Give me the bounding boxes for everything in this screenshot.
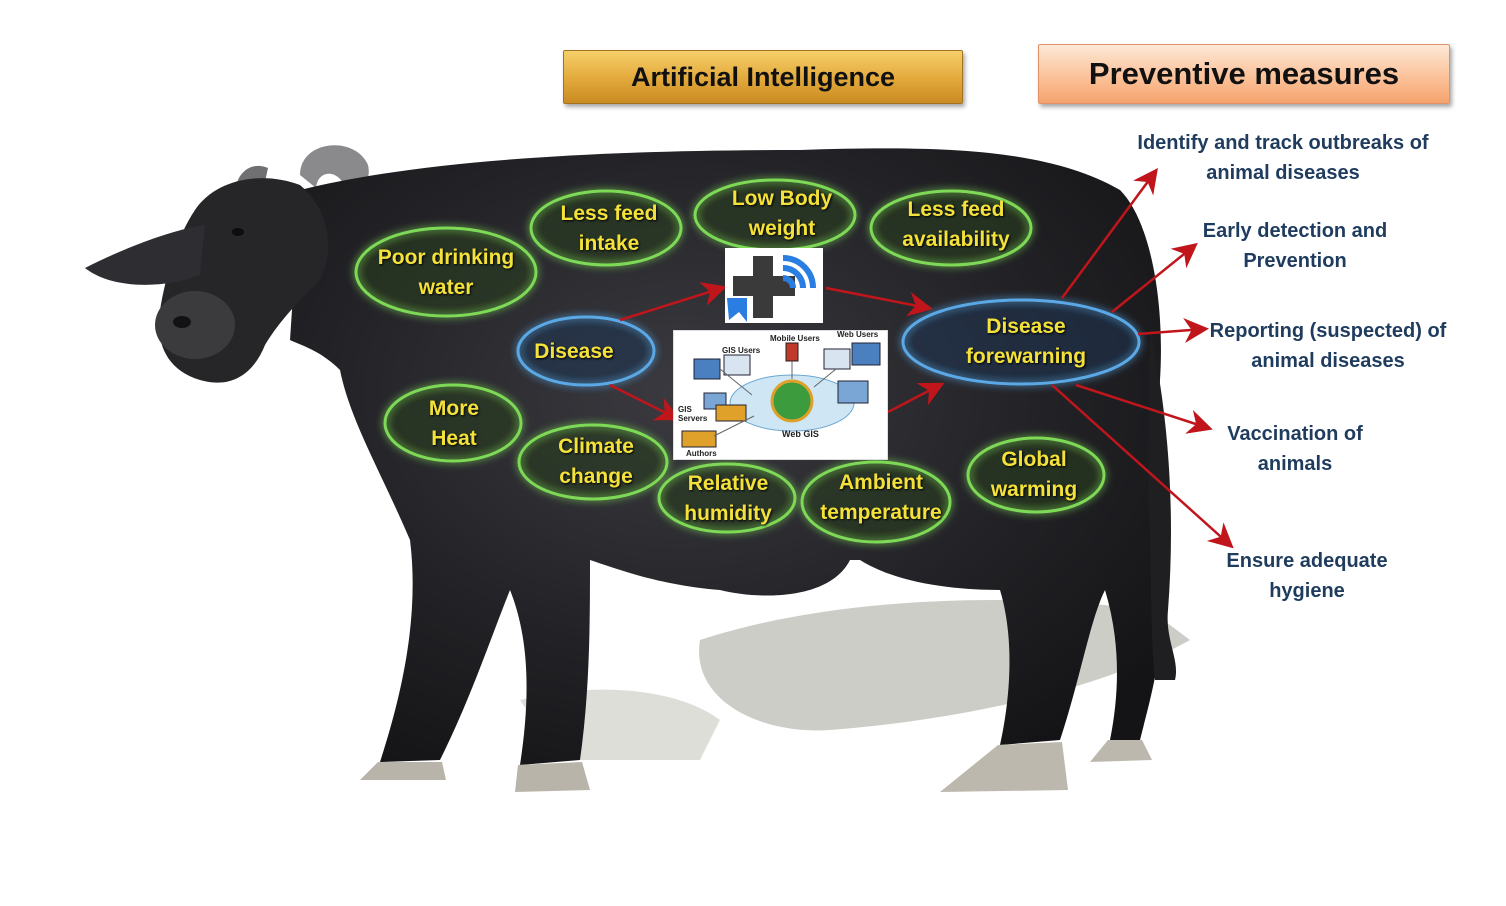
factor-low-body-weight: Low Body weight	[731, 187, 833, 240]
factor-ovals	[354, 178, 1141, 544]
health-wireless-icon	[725, 248, 823, 323]
factor-ambient-temperature: Ambient temperature	[820, 471, 942, 524]
preventive-measures-header: Preventive measures	[1038, 44, 1450, 104]
disease-forewarning: Disease forewarning	[965, 315, 1087, 368]
web-users-label: Web Users	[837, 330, 879, 339]
factor-relative-humidity: Relative humidity	[684, 472, 772, 525]
ai-header: Artificial Intelligence	[563, 50, 963, 104]
authors-label: Authors	[686, 449, 717, 458]
factor-more-heat: More Heat	[428, 397, 480, 450]
measure-early-detection: Early detection and Prevention	[1202, 220, 1388, 272]
gis-servers-label: GIS Servers	[678, 405, 708, 423]
factor-less-feed-availability: Less feed availability	[902, 198, 1010, 251]
measure-hygiene: Ensure adequate hygiene	[1226, 550, 1388, 602]
factor-disease: Disease	[534, 340, 614, 363]
factor-global-warming: Global warming	[990, 448, 1078, 501]
factor-less-feed-intake: Less feed intake	[560, 202, 658, 255]
gis-users-label: GIS Users	[722, 346, 761, 355]
factor-climate-change: Climate change	[558, 435, 634, 488]
web-gis-diagram: Mobile Users Web Users GIS Users GIS Ser…	[673, 330, 888, 460]
web-gis-label: Web GIS	[782, 429, 819, 439]
mobile-users-label: Mobile Users	[770, 334, 820, 343]
measure-reporting: Reporting (suspected) of animal diseases	[1209, 320, 1447, 372]
measure-identify-track: Identify and track outbreaks of animal d…	[1137, 132, 1429, 184]
factor-poor-drinking-water: Poor drinking water	[377, 246, 515, 299]
measure-vaccination: Vaccination of animals	[1227, 423, 1363, 475]
flow-arrows	[609, 167, 1234, 549]
